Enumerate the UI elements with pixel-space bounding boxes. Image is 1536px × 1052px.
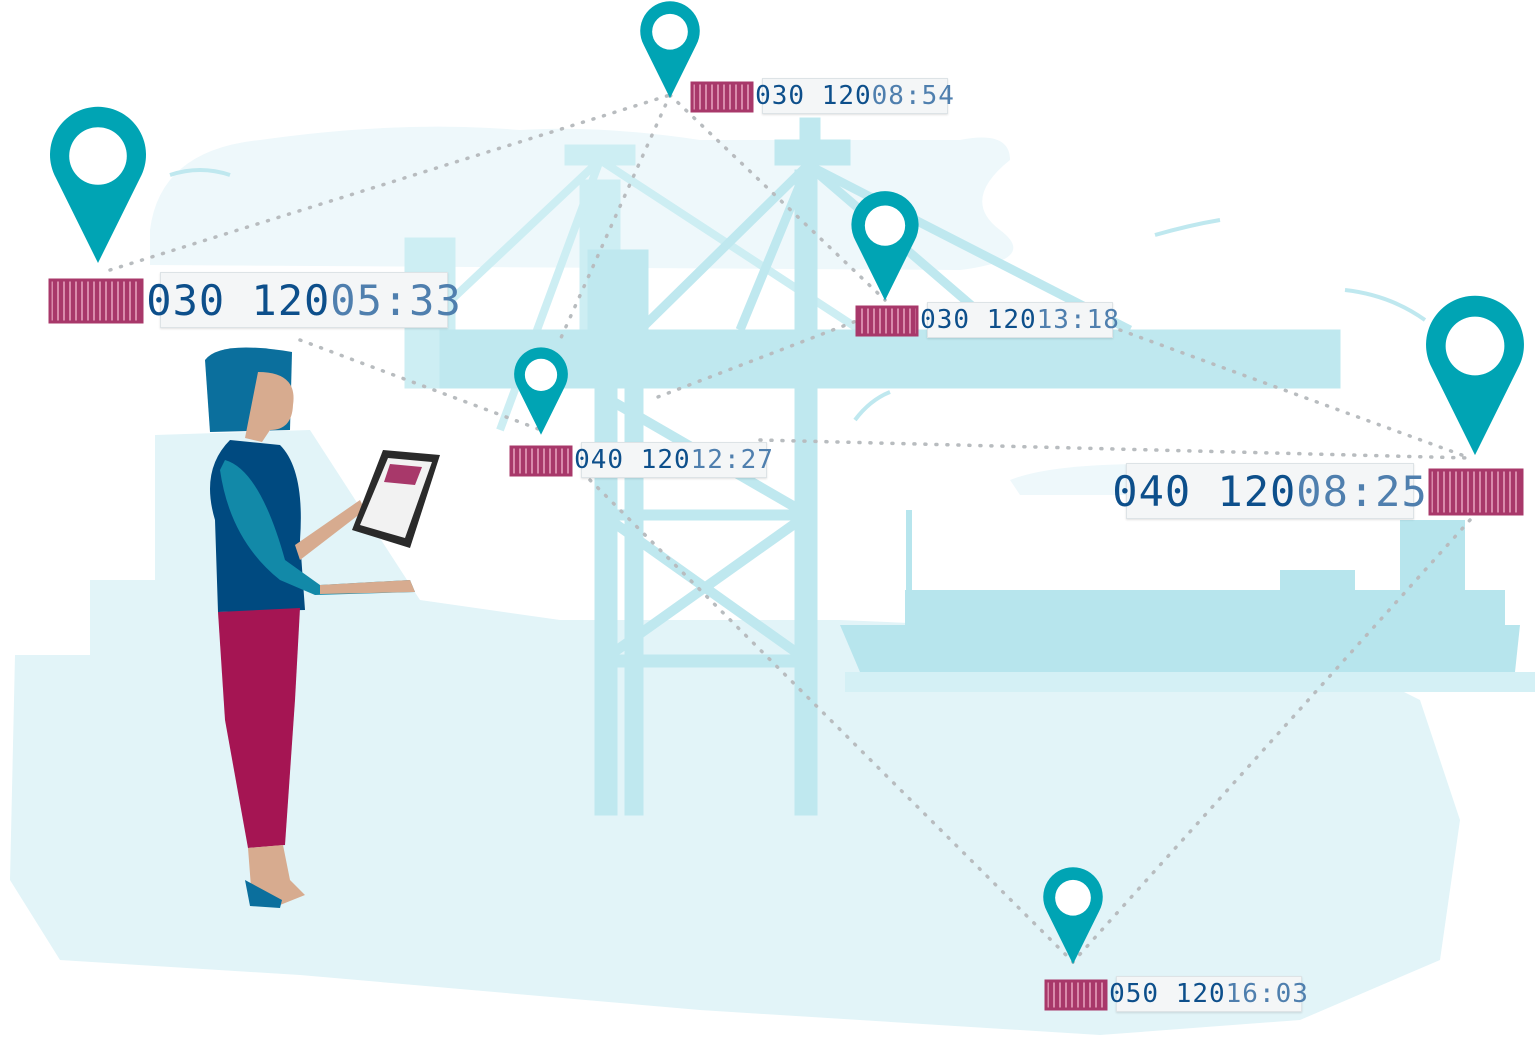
route-lines — [108, 93, 1472, 964]
container-code: 050 120 — [1109, 979, 1226, 1009]
map-pin-hole — [524, 358, 558, 392]
map-pin-hole — [1445, 316, 1505, 376]
shipping-container-icon — [1044, 979, 1108, 1011]
container-code: 040 120 — [574, 445, 691, 475]
shipping-container-icon — [855, 305, 919, 337]
shipping-container-icon — [509, 445, 573, 477]
timestamp: 08:54 — [871, 81, 955, 111]
shipping-container-icon — [690, 81, 754, 113]
bird-icons — [169, 168, 1427, 422]
container-code: 030 120 — [146, 275, 331, 325]
crane-right — [439, 117, 1341, 816]
cargo-ship — [840, 510, 1535, 692]
tablet-icon — [352, 450, 440, 548]
markers — [48, 1, 1524, 1011]
timestamp: 08:25 — [1296, 466, 1428, 516]
timestamp: 16:03 — [1225, 979, 1309, 1009]
shipping-container-icon — [48, 278, 144, 324]
timestamp: 13:18 — [1036, 305, 1120, 335]
container-code: 030 120 — [755, 81, 872, 111]
map-pin-hole — [69, 127, 127, 185]
container-code: 030 120 — [920, 305, 1037, 335]
timestamp: 12:27 — [690, 445, 774, 475]
shipping-container-icon — [1428, 468, 1524, 516]
container-code: 040 120 — [1112, 466, 1297, 516]
map-pin-hole — [652, 13, 688, 50]
woman-with-tablet — [205, 347, 440, 908]
map-pin-hole — [1055, 879, 1091, 916]
timestamp: 05:33 — [330, 275, 462, 325]
map-pin-hole — [864, 205, 906, 246]
